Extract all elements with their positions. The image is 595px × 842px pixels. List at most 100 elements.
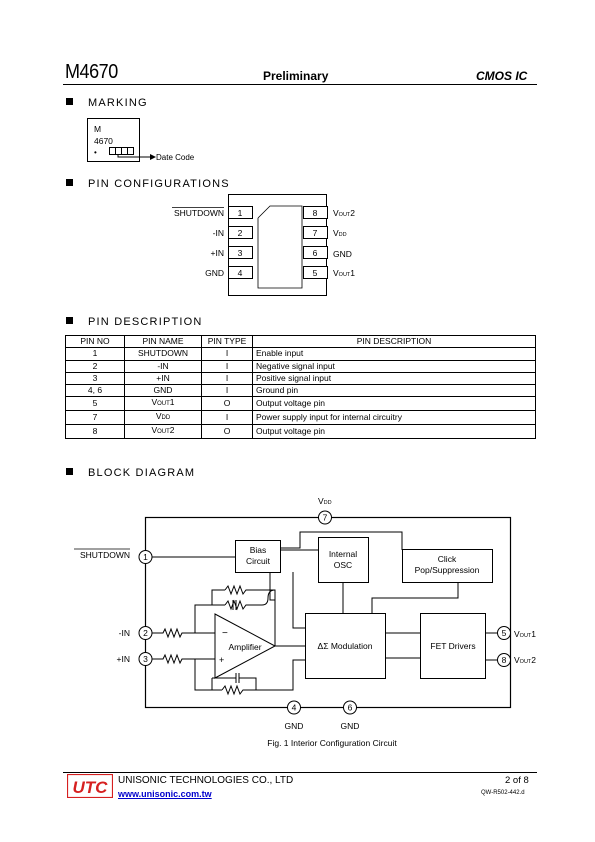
figure-caption: Fig. 1 Interior Configuration Circuit xyxy=(267,738,397,748)
block-diagram: VDD 7 SHUTDOWN 1 Bias Circuit Internal O… xyxy=(74,496,536,748)
package-outline xyxy=(228,194,327,296)
section-pin-description-heading: PIN DESCRIPTION xyxy=(66,316,203,328)
pin-6-number: 6 xyxy=(348,703,353,713)
column-header: PIN TYPE xyxy=(201,334,253,349)
click-pop-suppression-block xyxy=(402,549,493,583)
pin-6-circle xyxy=(343,700,357,715)
pin-number: 8 xyxy=(313,208,318,218)
shutdown-label: SHUTDOWN xyxy=(80,550,130,560)
pin-number: 6 xyxy=(313,248,318,258)
pin-5-circle xyxy=(497,626,511,640)
footer-rule xyxy=(63,772,537,773)
input-resistor-neg xyxy=(152,627,215,639)
section-marking-heading: MARKING xyxy=(66,97,148,109)
bias-to-modulation-wire xyxy=(292,572,305,629)
bias-label-2: Circuit xyxy=(246,556,271,566)
gnd-label-a: GND xyxy=(285,721,304,731)
column-header: PIN NO xyxy=(65,334,125,349)
table-row: 2 -IN I Negative signal input xyxy=(65,359,536,373)
pin-number: 4 xyxy=(238,268,243,278)
product-category: CMOS IC xyxy=(476,69,528,83)
pin-name: +IN xyxy=(211,248,224,258)
click-label-1: Click xyxy=(438,554,457,564)
section-pin-config-heading: PIN CONFIGURATIONS xyxy=(66,178,230,190)
table-row: 5 VOUT1 O Output voltage pin xyxy=(65,396,536,412)
marking-dot: • xyxy=(94,148,97,157)
arrow-right-icon xyxy=(150,154,156,160)
click-label-2: Pop/Suppression xyxy=(415,565,480,575)
marking-diagram: M 4670 • Date Code xyxy=(87,118,195,162)
pin-number: 2 xyxy=(238,228,243,238)
vout2-label: VOUT2 xyxy=(514,655,536,665)
bias-circuit-block xyxy=(235,540,281,573)
osc-label-2: OSC xyxy=(334,560,352,570)
pin-8-circle xyxy=(497,653,511,667)
pin-number: 7 xyxy=(313,228,318,238)
delta-sigma-modulation-block xyxy=(305,613,386,679)
right-pins: 8 7 6 5 VOUT2 VDD GND VOUT1 xyxy=(303,206,355,279)
feedback-bottom-left xyxy=(194,659,222,691)
feedback-top-resistor xyxy=(224,599,262,611)
pin-name: VOUT1 xyxy=(333,268,355,278)
document-code: QW-R502-442.d xyxy=(481,790,525,796)
pin-7-number: 7 xyxy=(323,513,328,523)
pos-in-label: +IN xyxy=(117,654,130,664)
document-status: Preliminary xyxy=(263,69,329,83)
internal-osc-block xyxy=(318,537,369,583)
pin-name: GND xyxy=(205,268,224,278)
bias-label-1: Bias xyxy=(250,545,267,555)
table-row: 1 SHUTDOWN I Enable input xyxy=(65,347,536,361)
section-block-diagram-heading: BLOCK DIAGRAM xyxy=(66,467,195,479)
pin-name: VDD xyxy=(333,228,347,238)
table-header-row: PIN NO PIN NAME PIN TYPE PIN DESCRIPTION xyxy=(65,334,536,349)
pin-name: VOUT2 xyxy=(333,208,355,218)
feedback-top-resistor-2 xyxy=(224,584,276,646)
pin-number: 3 xyxy=(238,248,243,258)
header-rule xyxy=(63,84,537,85)
pin-name: GND xyxy=(333,249,352,259)
column-header: PIN DESCRIPTION xyxy=(252,334,536,349)
bias-to-click-wire xyxy=(280,531,403,550)
pin-4-number: 4 xyxy=(292,703,297,713)
date-code-label: Date Code xyxy=(156,153,195,162)
pin-name: -IN xyxy=(213,228,224,238)
utc-logo: UTC xyxy=(67,774,113,798)
input-resistor-pos xyxy=(152,653,215,665)
table-row: 4, 6 GND I Ground pin xyxy=(65,384,536,398)
feedback-top-left xyxy=(194,604,225,633)
bias-to-amp-wire xyxy=(269,572,275,601)
fet-drivers-block xyxy=(420,613,486,679)
pin-3-number: 3 xyxy=(143,654,148,664)
marking-line-2: 4670 xyxy=(94,136,113,146)
pin-configuration-diagram: 1 2 3 4 SHUTDOWN -IN +IN GND 8 7 6 5 VOU… xyxy=(172,194,355,296)
svg-text:UTC: UTC xyxy=(73,778,109,797)
bullet-icon xyxy=(66,468,73,475)
table-row: 7 VDD I Power supply input for internal … xyxy=(65,410,536,426)
pin-2-number: 2 xyxy=(143,628,148,638)
date-code-boxes xyxy=(109,147,134,155)
gnd-label-b: GND xyxy=(341,721,360,731)
left-pins: 1 2 3 4 SHUTDOWN -IN +IN GND xyxy=(172,206,253,279)
pin-8-number: 8 xyxy=(502,655,507,665)
part-number: M4670 xyxy=(65,61,118,83)
amplifier-label: Amplifier xyxy=(228,642,261,652)
company-name: UNISONIC TECHNOLOGIES CO., LTD xyxy=(118,775,294,786)
table-row: 8 VOUT2 O Output voltage pin xyxy=(65,424,536,440)
marking-chip-outline xyxy=(87,118,140,162)
pin-1-number: 1 xyxy=(143,552,148,562)
neg-in-label: -IN xyxy=(119,628,130,638)
feedback-bottom-resistor xyxy=(221,659,305,696)
amp-plus-sign: + xyxy=(219,655,224,665)
bullet-icon xyxy=(66,179,73,186)
company-website-link[interactable]: www.unisonic.com.tw xyxy=(118,789,212,799)
pin-name: SHUTDOWN xyxy=(174,208,224,218)
page-number: 2 of 8 xyxy=(505,775,529,786)
date-code-arrow-line xyxy=(117,155,150,158)
fet-label: FET Drivers xyxy=(430,641,475,651)
pin-description-table: PIN NO PIN NAME PIN TYPE PIN DESCRIPTION… xyxy=(65,334,536,440)
bullet-icon xyxy=(66,98,73,105)
vout1-label: VOUT1 xyxy=(514,629,536,639)
vdd-label: VDD xyxy=(318,496,332,506)
pin-4-circle xyxy=(287,700,301,715)
amp-minus-sign: − xyxy=(222,628,228,639)
